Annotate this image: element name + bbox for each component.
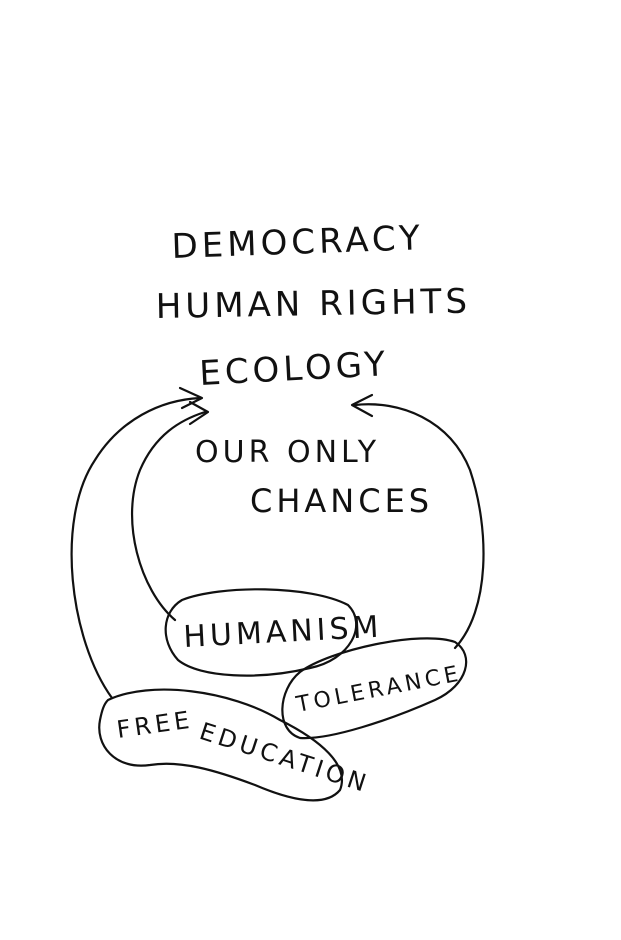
right-arrow [353, 403, 485, 650]
free-text: FREE [115, 706, 195, 744]
right-arrowhead [350, 393, 374, 418]
human-rights-text: HUMAN RIGHTS [155, 282, 471, 327]
left-inner-arrow [130, 410, 207, 622]
humanism-text: HUMANISM [183, 610, 384, 655]
humanism-bubble [164, 588, 358, 677]
chances-text: CHANCES [250, 482, 433, 520]
left-outer-arrowhead [178, 386, 204, 410]
tolerance-text: TOLERANCE [293, 661, 464, 718]
our-only-text: OUR ONLY [195, 435, 380, 470]
left-outer-arrow [70, 396, 202, 700]
democracy-text: DEMOCRACY [171, 218, 425, 267]
tolerance-bubble [281, 637, 468, 740]
ecology-text: ECOLOGY [198, 344, 390, 394]
education-text: EDUCATION [196, 717, 373, 798]
free-education-bubble [98, 688, 343, 802]
left-inner-arrowhead [188, 400, 210, 426]
